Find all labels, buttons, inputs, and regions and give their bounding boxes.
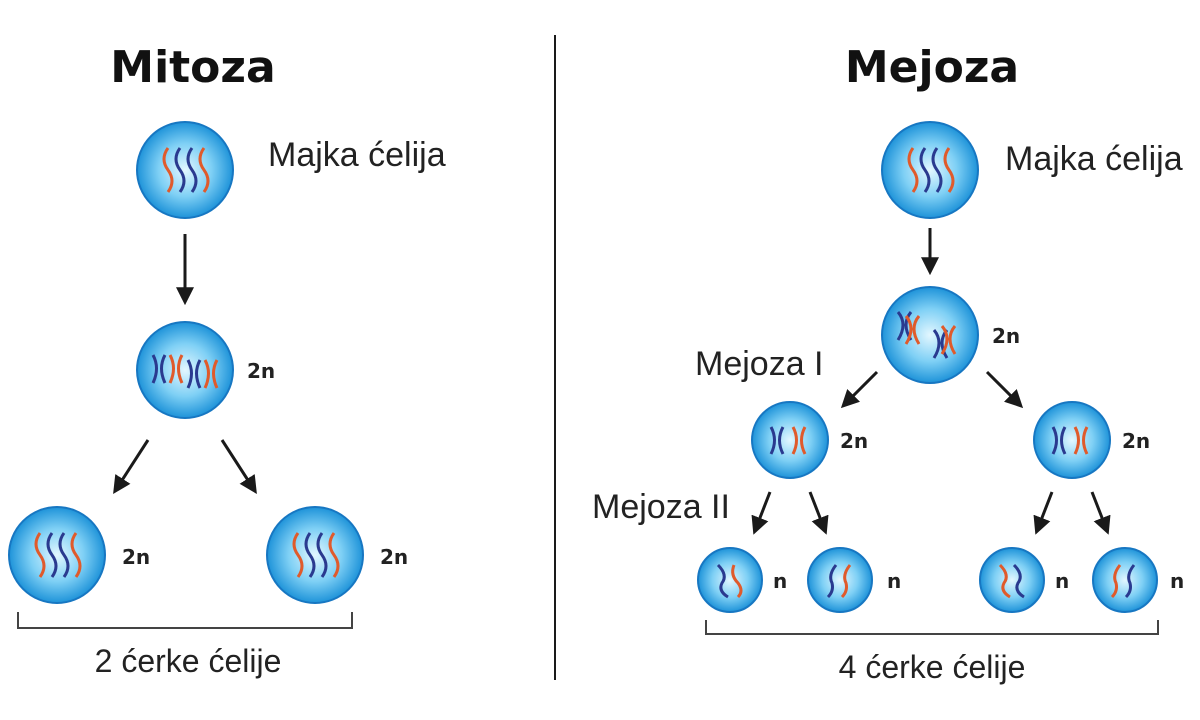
- chromosome-red: [70, 532, 82, 578]
- meiosis-stage1-label: Mejoza I: [695, 345, 824, 383]
- arrow-right: [808, 491, 829, 535]
- chromosome-x-red: [940, 325, 957, 355]
- meiosis-mid-right-ploidy: 2n: [1122, 429, 1150, 453]
- chromosome-blue: [826, 564, 838, 599]
- mitosis-daughter-cell-left: [8, 506, 106, 604]
- arrow-left: [751, 491, 772, 535]
- chromosome-blue: [58, 532, 70, 578]
- mitosis-mother-cell: [136, 121, 234, 219]
- meiosis-mid-left-ploidy: 2n: [840, 429, 868, 453]
- meiosis-gamete-3-ploidy: n: [1055, 569, 1069, 593]
- meiosis-gamete-cell-3: [979, 547, 1045, 613]
- chromosome-red: [292, 532, 304, 578]
- arrow-right: [1090, 491, 1111, 535]
- chromosome-x-blue: [151, 354, 167, 384]
- meiosis-gamete-4-ploidy: n: [1170, 569, 1184, 593]
- mitosis-summary: 2 ćerke ćelije: [95, 643, 282, 679]
- arrow-right: [220, 439, 257, 495]
- meiosis-gamete-cell-2: [807, 547, 873, 613]
- meiosis-gamete-cell-4: [1092, 547, 1158, 613]
- chromosome-x-red: [168, 354, 184, 384]
- mitosis-metaphase-cell: [136, 321, 234, 419]
- chromosome-blue: [716, 563, 729, 599]
- meiosis-summary: 4 ćerke ćelije: [839, 649, 1026, 685]
- chromosome-x-blue: [1051, 426, 1067, 455]
- mitosis-daughter-right-ploidy: 2n: [380, 545, 408, 569]
- chromosome-red: [907, 147, 919, 193]
- chromosome-red: [34, 532, 46, 578]
- chromosome-red: [162, 147, 174, 193]
- meiosis-mid-cell-right: [1033, 401, 1111, 479]
- arrow-right: [985, 370, 1024, 409]
- meiosis-mother-label: Majka ćelija: [1005, 140, 1183, 178]
- meiosis-gamete-cell-1: [697, 547, 763, 613]
- meiosis-gamete-1-ploidy: n: [773, 569, 787, 593]
- meiosis-bracket: [705, 620, 1159, 635]
- chromosome-red: [943, 147, 955, 193]
- chromosome-blue: [316, 532, 328, 578]
- chromosome-blue: [186, 147, 198, 193]
- meiosis-gamete-2-ploidy: n: [887, 569, 901, 593]
- chromosome-x-red: [203, 359, 219, 389]
- arrow-left: [1033, 491, 1054, 535]
- chromosome-x-red: [904, 315, 921, 345]
- meiosis-stage2-label: Mejoza II: [592, 488, 730, 526]
- chromosome-blue: [174, 147, 186, 193]
- chromosome-x-red: [791, 426, 807, 455]
- mitosis-daughter-cell-right: [266, 506, 364, 604]
- meiosis-top-ploidy: 2n: [992, 324, 1020, 348]
- chromosome-blue: [304, 532, 316, 578]
- mitosis-bracket: [17, 612, 353, 629]
- chromosome-red: [1110, 564, 1122, 599]
- mitosis-mid-ploidy: 2n: [247, 359, 275, 383]
- chromosome-x-red: [1073, 426, 1089, 455]
- chromosome-red: [731, 564, 743, 599]
- chromosome-x-blue: [186, 359, 202, 389]
- mitosis-mother-label: Majka ćelija: [268, 136, 446, 174]
- chromosome-x-blue: [769, 426, 785, 455]
- meiosis-mid-cell-left: [751, 401, 829, 479]
- chromosome-blue: [46, 532, 58, 578]
- chromosome-blue: [1124, 564, 1136, 599]
- arrow-left: [113, 439, 150, 495]
- mitosis-daughter-left-ploidy: 2n: [122, 545, 150, 569]
- arrow-left: [840, 370, 879, 409]
- mitosis-title: Mitoza: [110, 42, 275, 93]
- chromosome-blue: [931, 147, 943, 193]
- meiosis-prophase-cell: [881, 286, 979, 384]
- chromosome-blue: [919, 147, 931, 193]
- meiosis-title: Mejoza: [845, 42, 1019, 93]
- chromosome-red: [198, 147, 210, 193]
- chromosome-red: [840, 564, 852, 599]
- chromosome-blue: [1012, 563, 1025, 599]
- chromosome-red: [328, 532, 340, 578]
- chromosome-red: [998, 563, 1011, 599]
- meiosis-mother-cell: [881, 121, 979, 219]
